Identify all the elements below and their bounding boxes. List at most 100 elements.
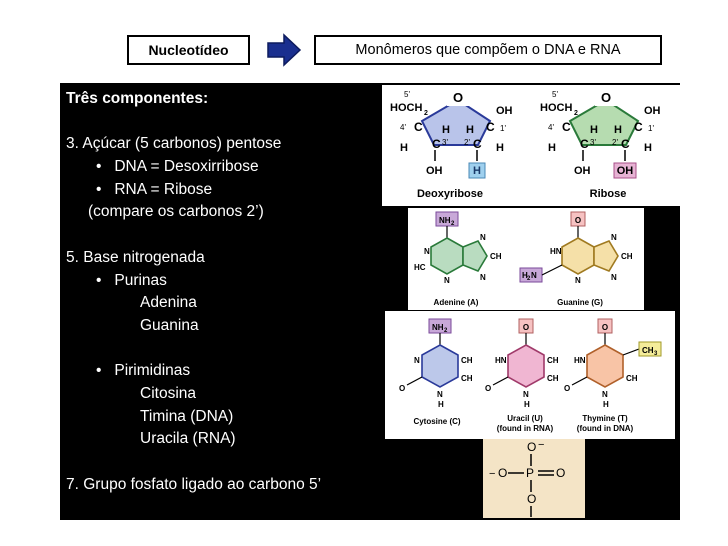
phosphorus-atom: P: [526, 466, 534, 480]
deoxyribose-label: Deoxyribose: [417, 188, 483, 200]
svg-text:HN: HN: [495, 356, 507, 365]
svg-text:OH: OH: [426, 165, 443, 177]
uracil-label: Uracil (U): [507, 414, 543, 423]
monomers-label: Monômeros que compõem o DNA e RNA: [355, 42, 621, 58]
svg-text:C: C: [486, 120, 495, 134]
svg-text:2: 2: [444, 328, 448, 334]
svg-text:O: O: [564, 384, 570, 393]
svg-text:4': 4': [400, 123, 406, 132]
bullet-icon: •: [96, 362, 102, 380]
adenine-label: Adenine (A): [434, 298, 479, 307]
svg-text:H: H: [438, 400, 444, 409]
thymine-ring: [586, 344, 624, 388]
svg-text:N: N: [437, 390, 443, 399]
pyrimidines-label: Pirimidinas: [114, 362, 191, 380]
svg-text:CH: CH: [547, 374, 559, 383]
uracil-note: (found in RNA): [497, 424, 554, 433]
base-item: 5. Base nitrogenada: [66, 248, 205, 266]
ribose-label: Ribose: [590, 188, 627, 200]
svg-text:C: C: [562, 120, 571, 134]
svg-text:O: O: [556, 466, 565, 480]
guanine-label: Guanine (G): [557, 298, 603, 307]
svg-text:4': 4': [548, 123, 554, 132]
svg-text:H: H: [548, 142, 556, 154]
adenine-structure: NH 2 N HC N N CH N Adenine (A): [414, 211, 502, 307]
svg-text:C: C: [473, 137, 482, 151]
purines-figure: NH 2 N HC N N CH N Adenine (A) O HN H 2 …: [408, 208, 644, 310]
adenine-label: Adenina: [140, 294, 197, 312]
svg-text:H: H: [496, 142, 504, 154]
thymine-label: Timina (DNA): [140, 407, 234, 425]
component-list: Três componentes: 3. Açúcar (5 carbonos)…: [66, 88, 321, 496]
svg-text:2: 2: [527, 276, 531, 282]
sugar-item: 3. Açúcar (5 carbonos) pentose: [66, 135, 282, 153]
svg-text:N: N: [444, 276, 450, 285]
svg-text:CH: CH: [490, 252, 502, 261]
svg-text:−: −: [538, 439, 544, 451]
bullet-icon: •: [96, 271, 102, 289]
cytosine-label: Citosina: [140, 384, 196, 402]
svg-text:HN: HN: [574, 356, 586, 365]
svg-text:1': 1': [648, 124, 654, 133]
svg-text:H: H: [442, 124, 450, 136]
compare-note: (compare os carbonos 2’): [88, 203, 264, 221]
svg-text:H: H: [644, 142, 652, 154]
svg-text:−: −: [489, 468, 495, 480]
h-highlight: [468, 162, 486, 179]
ch3-highlight: [638, 341, 662, 357]
svg-text:N: N: [523, 390, 529, 399]
svg-text:3: 3: [654, 351, 658, 357]
svg-text:OH: OH: [496, 105, 513, 117]
ring-oxygen: O: [453, 90, 463, 105]
svg-text:HN: HN: [550, 247, 562, 256]
svg-text:HC: HC: [414, 263, 426, 272]
svg-text:H: H: [590, 124, 598, 136]
svg-text:N: N: [414, 356, 420, 365]
thymine-note: (found in DNA): [577, 424, 634, 433]
guanine-five-ring: [593, 240, 619, 272]
nucleotide-label: Nucleotídeo: [148, 42, 229, 58]
svg-text:N: N: [611, 273, 617, 282]
guanine-label: Guanina: [140, 316, 199, 334]
deoxyribose-structure: O 5' HOCH 2 4' C C 1' OH H H C C 3' 2' H…: [390, 88, 513, 200]
svg-text:CH: CH: [461, 356, 473, 365]
svg-text:O: O: [485, 384, 491, 393]
purines-label: Purinas: [114, 271, 167, 289]
cytosine-structure: NH 2 N CH CH N H O Cytosine (C): [399, 318, 473, 426]
thymine-structure: O CH 3 HN CH N H O Thymine (T) (found in…: [564, 318, 662, 433]
svg-text:5': 5': [552, 90, 558, 99]
svg-text:CH: CH: [461, 374, 473, 383]
svg-text:3': 3': [590, 138, 596, 147]
svg-text:O: O: [498, 466, 507, 480]
bullet-icon: •: [96, 158, 102, 176]
svg-text:N: N: [611, 233, 617, 242]
dna-sugar: DNA = Desoxirribose: [114, 158, 259, 176]
svg-text:O: O: [399, 384, 405, 393]
adenine-five-ring: [462, 240, 488, 272]
svg-text:C: C: [414, 120, 423, 134]
oh-highlight: [613, 162, 637, 179]
svg-text:5': 5': [404, 90, 410, 99]
sugars-figure: O 5' HOCH 2 4' C C 1' OH H H C C 3' 2' H…: [382, 85, 680, 206]
svg-text:O: O: [527, 440, 536, 454]
guanine-structure: O HN H 2 N N N CH N Guanine (G): [519, 211, 633, 307]
svg-text:OH: OH: [574, 165, 591, 177]
svg-text:O: O: [527, 492, 536, 506]
svg-text:2: 2: [451, 221, 455, 227]
svg-text:2: 2: [424, 110, 428, 117]
svg-text:N: N: [480, 233, 486, 242]
svg-text:N: N: [480, 273, 486, 282]
svg-text:CH: CH: [626, 374, 638, 383]
svg-text:C: C: [580, 137, 589, 151]
uracil-ring: [507, 344, 545, 388]
phosphate-item: 7. Grupo fosfato ligado ao carbono 5’: [66, 475, 322, 493]
svg-text:N: N: [531, 271, 537, 280]
svg-text:CH: CH: [547, 356, 559, 365]
list-title: Três componentes:: [66, 90, 209, 107]
guanine-six-ring: [561, 237, 595, 275]
thymine-label: Thymine (T): [582, 414, 628, 423]
ribose-structure: O 5' HOCH 2 4' C C 1' OH H H C C 3' 2' H…: [540, 88, 661, 200]
svg-text:N: N: [575, 276, 581, 285]
svg-text:C: C: [634, 120, 643, 134]
svg-text:H: H: [524, 400, 530, 409]
